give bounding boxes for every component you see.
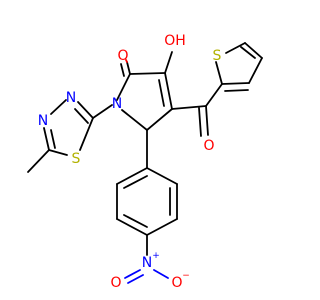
bond-th-c4-c5 <box>244 42 263 59</box>
bond-td-n4-c5-double <box>50 129 56 149</box>
thiadiazole-nitrogen-2-label: N <box>38 113 48 129</box>
nitro-plus-charge: + <box>152 251 160 261</box>
bond-th-c5-s <box>225 42 246 54</box>
nitro-oxygen-left-label: O <box>110 275 121 291</box>
ring-ketone-oxygen-label: O <box>117 48 128 64</box>
bond-td-n4-c5 <box>43 127 50 151</box>
ring-carbonyl <box>120 59 131 77</box>
thiadiazole-ring <box>27 99 94 173</box>
molecule-structure-canvas: O OH O S N N N S N + O O − <box>27 33 263 291</box>
bond-c5-n1 <box>121 109 148 131</box>
bond-th-c4-c5-double <box>240 46 256 59</box>
thiadiazole-sulfur-label: S <box>72 151 81 167</box>
bond-th-c2-c3-double <box>224 89 249 92</box>
bond-acyl-o-double <box>198 107 202 137</box>
thiophene-ring <box>215 42 263 92</box>
bond-th-c2-c3 <box>221 82 250 85</box>
nitro-nitrogen-label: N <box>142 255 152 271</box>
bond-th-c3-c4 <box>248 57 263 84</box>
bond-ph-6-double <box>123 175 148 189</box>
bond-c2-o <box>126 61 131 75</box>
nitro-oxygen-right-label: O <box>171 275 182 291</box>
bond-th-c2-s <box>215 61 223 85</box>
bond-td-c5-s <box>48 149 68 156</box>
bond-c4-c5 <box>146 108 173 131</box>
bond-td-c2-n3 <box>77 101 94 119</box>
bond-td-s-c2 <box>79 117 94 151</box>
bond-c4-acyl-c <box>171 105 207 110</box>
bond-c3-oh <box>164 51 173 74</box>
bond-nitro-o-right <box>153 269 169 279</box>
nitrophenyl-ring <box>116 129 178 236</box>
acyl-ketone-oxygen-label: O <box>203 138 214 154</box>
bond-c3-c4-double <box>158 79 165 107</box>
hydroxyl-label: OH <box>164 33 186 49</box>
bond-c2-n1 <box>116 73 131 101</box>
bond-methyl <box>27 149 50 173</box>
pyrrolinone-ring <box>116 72 173 131</box>
bond-ph-6 <box>116 167 148 185</box>
bond-nitro-o-left-double <box>127 274 144 284</box>
pyrrole-nitrogen-label: N <box>112 96 122 112</box>
bond-ph-3 <box>146 218 178 236</box>
acyl-group <box>171 83 223 137</box>
bond-td-n3-n4 <box>50 99 67 115</box>
thiadiazole-nitrogen-1-label: N <box>66 90 76 106</box>
nitro-group <box>124 234 169 284</box>
bond-ph-1 <box>146 167 178 185</box>
nitro-minus-charge: − <box>182 271 190 281</box>
bond-c2-o-double <box>120 63 125 77</box>
bond-n1-thiadiazole <box>92 104 113 119</box>
bond-ph-4 <box>116 218 148 236</box>
bond-acyl-o <box>205 105 209 136</box>
bond-c2-c3 <box>129 72 166 75</box>
bond-ph-4-double <box>123 214 148 228</box>
bond-td-c2-n3-double <box>74 108 89 124</box>
bond-acyl-thiophene <box>205 83 223 107</box>
bond-nitro-o-left <box>124 269 141 279</box>
bond-c3-c4 <box>164 72 173 110</box>
thiophene-sulfur-label: S <box>213 48 222 64</box>
